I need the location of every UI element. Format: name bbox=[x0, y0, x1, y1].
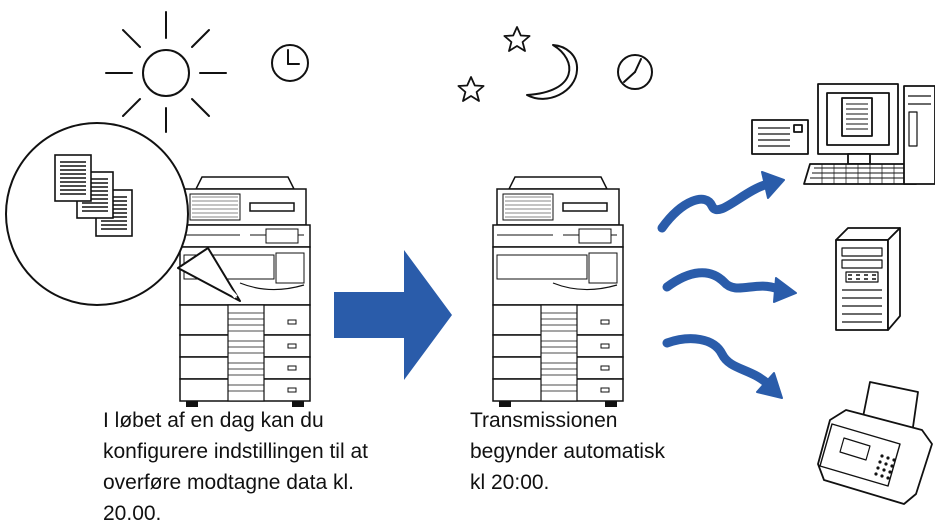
fax-icon bbox=[817, 381, 933, 505]
night-transmission-caption: Transmissionen begynder automatisk kl 20… bbox=[470, 409, 665, 494]
moon-icon bbox=[526, 44, 579, 100]
star-icon bbox=[503, 26, 531, 52]
clock-icon bbox=[617, 54, 653, 90]
daytime-caption: I løbet af en dag kan du konfigurere ind… bbox=[103, 409, 368, 525]
computer-icon bbox=[751, 83, 935, 185]
sun-icon bbox=[105, 11, 227, 133]
arrow-right-icon bbox=[334, 250, 452, 380]
copier-icon bbox=[179, 176, 311, 408]
copier-icon bbox=[492, 176, 624, 408]
server-icon bbox=[835, 227, 901, 331]
arrow-right-icon bbox=[657, 171, 797, 399]
document-stack-icon bbox=[5, 122, 241, 306]
star-icon bbox=[457, 76, 485, 102]
clock-icon bbox=[271, 44, 309, 82]
